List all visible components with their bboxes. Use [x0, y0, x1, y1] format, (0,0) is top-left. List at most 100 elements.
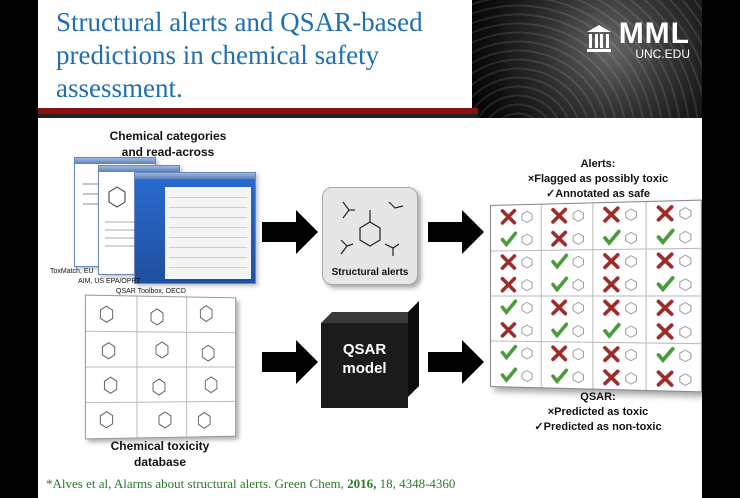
cross-mark-icon: [553, 347, 565, 359]
alerts-annotated: ✓Annotated as safe: [546, 188, 650, 200]
logo: MML UNC.EDU: [585, 17, 690, 61]
check-mark-icon: [605, 231, 619, 243]
cross-mark-icon: [659, 325, 672, 338]
check-mark-icon: [659, 231, 673, 243]
check-mark-icon: [553, 278, 566, 289]
arrow-right-icon: [428, 340, 484, 384]
slide-title: Structural alerts and QSAR-based predict…: [56, 7, 423, 103]
molecule-sketch: [522, 370, 532, 381]
citation-suffix: 18, 4348-4360: [376, 476, 456, 491]
window-titlebar: [75, 158, 155, 164]
toxicity-database-panel: [85, 295, 236, 440]
content-row: [169, 267, 247, 268]
molecule-sketch: [573, 256, 583, 267]
toolbox-content: [165, 187, 251, 279]
check-mark-icon: [659, 278, 673, 290]
molecule-sketch: [573, 302, 583, 313]
molecule-sketch: [680, 208, 691, 220]
check-mark-icon: [605, 325, 619, 337]
toxicity-database-label: Chemical toxicity database: [110, 439, 210, 469]
structural-alerts-molecules: [340, 201, 404, 256]
results-grid: [490, 199, 702, 393]
aim-label: AIM, US EPA/OPPT: [78, 278, 141, 285]
content-row: [169, 217, 247, 218]
cross-mark-icon: [605, 301, 618, 313]
structural-alerts-caption: Structural alerts: [331, 267, 409, 278]
cross-mark-icon: [502, 211, 514, 223]
cross-mark-icon: [605, 208, 618, 221]
molecule-sketch: [680, 374, 691, 386]
content-row: [169, 257, 247, 258]
citation: *Alves et al, Alarms about structural al…: [46, 476, 455, 492]
molecule-sketch: [573, 348, 583, 359]
molecule-sketch: [522, 302, 532, 313]
content-row: [169, 197, 247, 198]
toxmatch-label: ToxMatch, EU: [50, 268, 94, 275]
molecule-sketch: [626, 256, 637, 268]
qsar-toolbox-window: [134, 172, 256, 284]
molecule-sketch: [626, 373, 637, 385]
check-mark-icon: [502, 369, 515, 380]
university-building-icon: [586, 25, 611, 52]
logo-name: MML: [618, 17, 690, 50]
content-row: [169, 227, 247, 228]
cross-mark-icon: [659, 254, 672, 267]
molecule-sketch: [680, 279, 691, 291]
cross-mark-icon: [605, 348, 618, 361]
cross-mark-icon: [605, 371, 618, 384]
cross-mark-icon: [659, 301, 672, 314]
window-titlebar: [99, 166, 179, 172]
molecule-sketch: [573, 210, 583, 222]
molecule-sketch: [522, 348, 532, 359]
cross-mark-icon: [659, 207, 672, 220]
arrow-right-icon: [428, 210, 484, 254]
arrow-right-icon: [262, 210, 318, 254]
cross-mark-icon: [659, 372, 672, 385]
check-mark-icon: [502, 346, 515, 357]
header-graphic: MML UNC.EDU: [472, 0, 702, 118]
check-mark-icon: [553, 324, 566, 335]
citation-year: 2016,: [347, 476, 377, 491]
molecule-sketch: [573, 233, 583, 244]
molecule-sketch: [626, 302, 637, 313]
arrow-right-icon: [262, 340, 318, 384]
molecule-sketch: [626, 279, 637, 290]
cube-top-face: [321, 312, 419, 323]
structural-alerts-box: Structural alerts: [322, 187, 418, 285]
molecule-sketch: [626, 349, 637, 361]
qsar-legend: QSAR: ×Predicted as toxic ✓Predicted as …: [508, 390, 688, 435]
alerts-heading: Alerts:: [580, 158, 616, 170]
check-mark-icon: [659, 349, 673, 361]
qsar-toolbox-label: QSAR Toolbox, OECD: [116, 288, 186, 295]
header-pattern: [472, 0, 702, 118]
categories-label: Chemical categories and read-across: [109, 129, 227, 159]
qsar-model-cube: [321, 323, 408, 408]
cross-mark-icon: [605, 278, 618, 290]
content-row: [169, 247, 247, 248]
molecule-sketch: [522, 257, 532, 268]
molecule-sketch: [522, 234, 532, 245]
molecule-sketch: [626, 209, 637, 221]
grid-row-line: [491, 248, 701, 251]
check-mark-icon: [553, 370, 566, 382]
qsar-nontoxic: ✓Predicted as non-toxic: [534, 421, 662, 433]
grid-row-line: [491, 341, 701, 344]
check-mark-icon: [553, 255, 566, 266]
molecule-sketch: [522, 325, 532, 336]
cross-mark-icon: [502, 279, 514, 291]
molecule-sketch: [680, 255, 691, 267]
molecule-sketch: [522, 211, 532, 222]
cross-mark-icon: [553, 209, 565, 222]
cube-side-face: [408, 301, 419, 397]
cross-mark-icon: [502, 256, 514, 268]
cross-mark-icon: [553, 301, 565, 313]
molecule-sketch: [680, 231, 691, 243]
logo-sub: UNC.EDU: [635, 47, 690, 61]
window-titlebar: [135, 173, 255, 179]
qsar-heading: QSAR:: [580, 391, 616, 403]
cross-mark-icon: [605, 255, 618, 268]
check-mark-icon: [502, 233, 515, 244]
content-row: [169, 207, 247, 208]
slide: Structural alerts and QSAR-based predict…: [38, 0, 702, 498]
check-mark-icon: [502, 301, 515, 312]
